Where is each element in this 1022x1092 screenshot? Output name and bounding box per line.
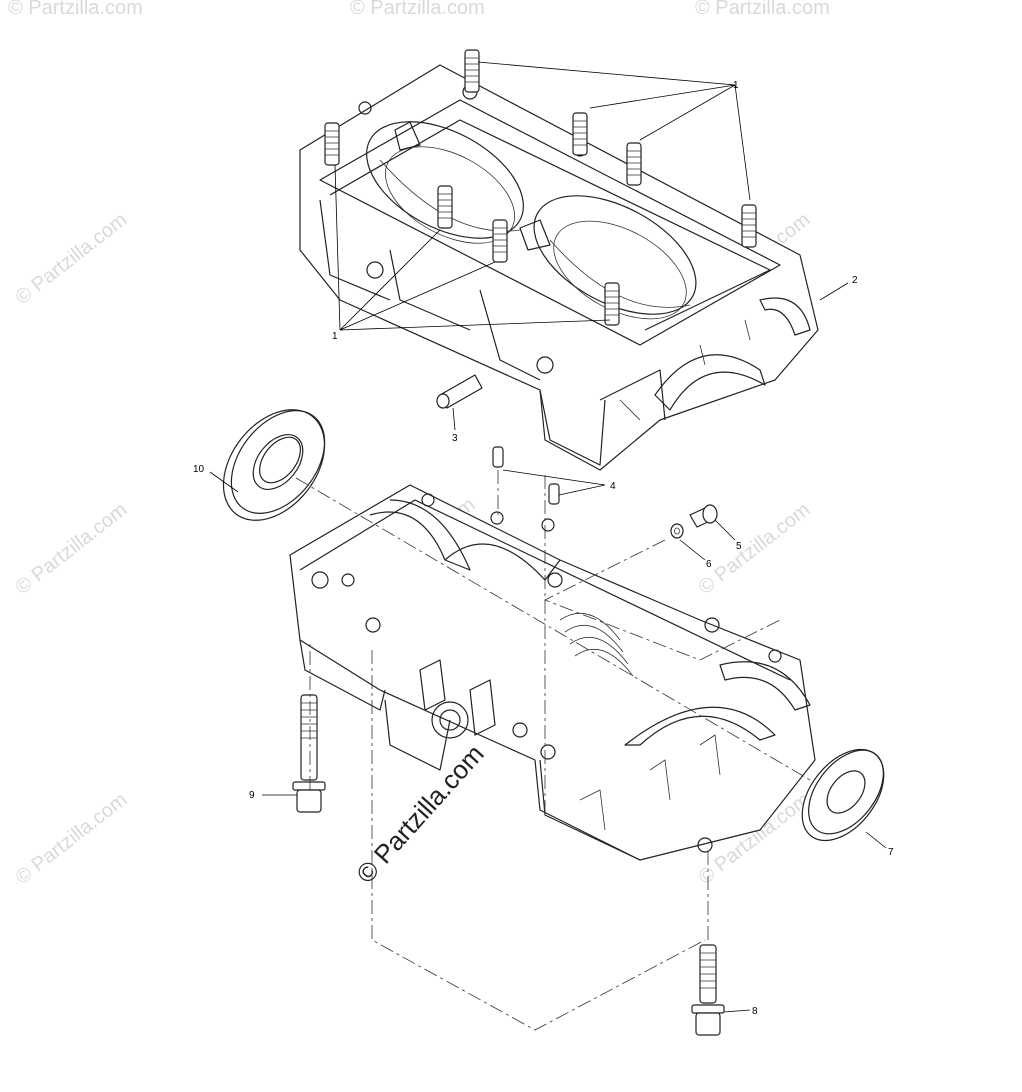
- stud: [324, 122, 340, 166]
- seal-left: [222, 409, 326, 521]
- dowel-pins: [492, 446, 560, 505]
- seal-right: [801, 748, 885, 842]
- callout-1-top: 1: [733, 80, 739, 91]
- upper-crankcase: [299, 64, 819, 471]
- callout-6: 6: [706, 559, 712, 570]
- watermark-top-right: © Partzilla.com: [695, 0, 830, 19]
- callout-9: 9: [249, 790, 255, 801]
- screw-and-washer: [670, 504, 718, 539]
- part-3-pin: [436, 374, 483, 409]
- callout-10: 10: [193, 464, 205, 475]
- watermark-top-center: © Partzilla.com: [350, 0, 485, 19]
- cylinder-studs: [324, 49, 757, 326]
- watermark-left-1: © Partzilla.com: [12, 209, 132, 309]
- stud: [492, 219, 508, 263]
- lower-crankcase: [289, 484, 816, 861]
- bolt-9: [292, 694, 326, 813]
- callouts: 1 1 2 3 4 5 6 7 8 9 10: [193, 80, 894, 1017]
- bolt-8: [691, 944, 725, 1036]
- watermark-top-left: © Partzilla.com: [8, 0, 143, 19]
- callout-4: 4: [610, 481, 616, 492]
- center-lines: [295, 470, 811, 1031]
- stud: [437, 185, 453, 229]
- callout-2: 2: [852, 275, 858, 286]
- stud: [572, 112, 588, 156]
- watermark-main: © Partzilla.com: [350, 739, 490, 889]
- watermark-left-3: © Partzilla.com: [12, 789, 132, 889]
- watermark-left-2: © Partzilla.com: [12, 499, 132, 599]
- stud: [741, 204, 757, 248]
- stud: [626, 142, 642, 186]
- callout-5: 5: [736, 541, 742, 552]
- stud: [464, 49, 480, 93]
- callout-7: 7: [888, 847, 894, 858]
- callout-1-bottom: 1: [332, 331, 338, 342]
- callout-3: 3: [452, 433, 458, 444]
- leader-lines: [209, 61, 887, 1013]
- callout-8: 8: [752, 1006, 758, 1017]
- stud: [604, 282, 620, 326]
